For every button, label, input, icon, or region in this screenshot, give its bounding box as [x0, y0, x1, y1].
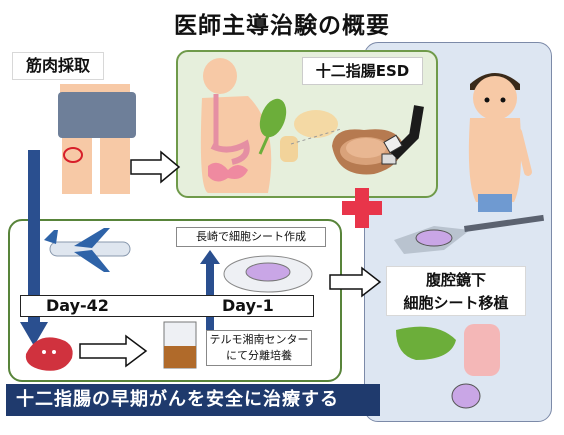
- endoscope-illustration: [332, 105, 424, 175]
- terumo-label-line2: にて分離培養: [226, 349, 292, 362]
- red-cross-icon: [342, 188, 382, 228]
- nagasaki-label: 長崎で細胞シート作成: [176, 227, 326, 247]
- to-transplant-arrow: [329, 266, 382, 298]
- pancreas-illustration: [290, 110, 342, 145]
- laparoscopic-label: 腹腔鏡下 細胞シート移植: [386, 266, 526, 316]
- muscle-tissue-illustration: [25, 337, 73, 371]
- muscle-harvest-label: 筋肉採取: [12, 52, 104, 80]
- to-culture-arrow: [79, 334, 148, 368]
- patient-illustration: [468, 73, 532, 212]
- legs-illustration: [58, 84, 136, 194]
- laparoscopic-label-line1: 腹腔鏡下: [425, 271, 486, 289]
- day-band: [20, 295, 314, 317]
- laparoscopic-label-line2: 細胞シート移植: [403, 294, 509, 312]
- culture-tube-illustration: [163, 321, 197, 369]
- day-minus1-label: Day-1: [222, 296, 274, 315]
- digestive-system-illustration: [200, 58, 298, 193]
- footer-banner: 十二指腸の早期がんを安全に治療する: [6, 384, 380, 416]
- page-title: 医師主導治験の概要: [174, 13, 390, 39]
- to-esd-arrow: [130, 150, 181, 184]
- laparoscope-illustration: [394, 214, 545, 254]
- day-minus42-label: Day-42: [46, 296, 109, 315]
- harvest-down-arrow: [20, 150, 48, 346]
- airplane-icon: [44, 228, 131, 272]
- culture-up-arrow: [200, 250, 220, 330]
- cell-sheet-dish-illustration: [223, 255, 313, 293]
- terumo-label: テルモ湘南センター にて分離培養: [206, 330, 312, 366]
- terumo-label-line1: テルモ湘南センター: [209, 333, 309, 346]
- esd-label: 十二指腸ESD: [302, 57, 423, 85]
- transplant-site-illustration: [396, 324, 500, 409]
